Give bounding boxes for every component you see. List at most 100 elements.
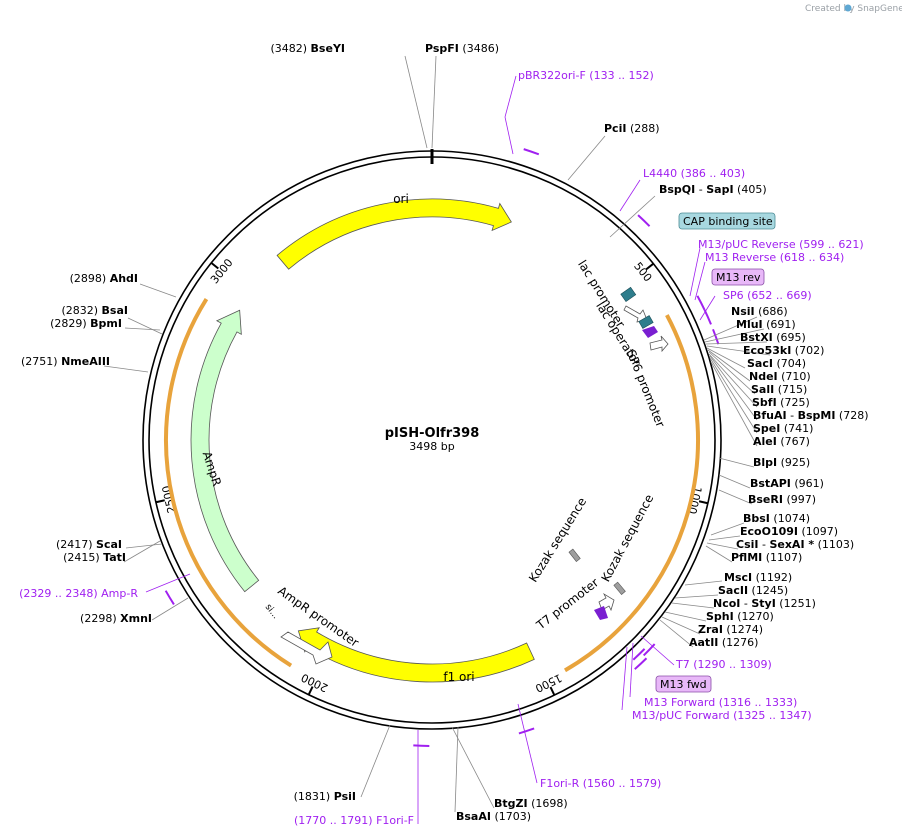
leader-line xyxy=(689,247,701,297)
site-label-alei[interactable]: AleI (767) xyxy=(753,435,810,448)
site-label-tati[interactable]: (2415) TatI xyxy=(63,551,126,564)
site-label-msci[interactable]: MscI (1192) xyxy=(724,571,792,584)
m13-rev-marker[interactable] xyxy=(642,326,658,338)
leader-line xyxy=(706,542,739,550)
primer-label-f1orir[interactable]: F1ori-R (1560 .. 1579) xyxy=(540,777,661,790)
f1-ori-feature-arrow[interactable] xyxy=(297,627,535,683)
site-label-bbsi[interactable]: BbsI (1074) xyxy=(743,512,810,525)
site-label-bseri[interactable]: BseRI (997) xyxy=(748,493,816,506)
primer-label-m13reverse[interactable]: M13 Reverse (618 .. 634) xyxy=(705,251,844,264)
site-label-ecoo109i[interactable]: EcoO109I (1097) xyxy=(740,525,838,538)
site-label-nmeaiii[interactable]: (2751) NmeAIII xyxy=(21,355,110,368)
primer-mark[interactable] xyxy=(642,643,656,657)
m13-fwd-box[interactable]: M13 fwd xyxy=(655,675,712,693)
primer-mark[interactable] xyxy=(696,295,706,311)
cap-binding-box[interactable]: CAP binding site xyxy=(678,212,776,230)
m13-rev-box[interactable]: M13 rev xyxy=(711,268,765,286)
lac-operator-marker[interactable] xyxy=(638,315,654,329)
site-label-nsii[interactable]: NsiI (686) xyxy=(731,305,788,318)
primer-label-t7[interactable]: T7 (1290 .. 1309) xyxy=(675,658,772,671)
primer-label-l4440[interactable]: L4440 (386 .. 403) xyxy=(643,167,745,180)
primer-label-m13pucforward[interactable]: M13/pUC Forward (1325 .. 1347) xyxy=(632,709,812,722)
primer-mark[interactable] xyxy=(712,328,720,345)
site-label-ncoi[interactable]: NcoI - StyI (1251) xyxy=(713,597,816,610)
site-label-bsai[interactable]: (2832) BsaI xyxy=(61,304,128,317)
site-label-ndei[interactable]: NdeI (710) xyxy=(749,370,811,383)
leader-line xyxy=(708,351,756,395)
site-label-blpi[interactable]: BlpI (925) xyxy=(753,456,810,469)
primer-mark[interactable] xyxy=(632,648,646,661)
primer-marks xyxy=(164,148,720,747)
primer-mark[interactable] xyxy=(523,148,540,156)
site-label-sbfi[interactable]: SbfI (725) xyxy=(752,396,810,409)
sp6-promoter-label: SP6 promoter xyxy=(624,348,668,429)
site-label-pflmi[interactable]: PflMI (1107) xyxy=(731,551,802,564)
primer-mark[interactable] xyxy=(164,590,175,605)
site-label-bstapi[interactable]: BstAPI (961) xyxy=(750,477,824,490)
snapgene-logo-icon xyxy=(844,4,852,12)
scale-tick xyxy=(698,500,709,505)
leader-line xyxy=(661,616,701,635)
cap-site-marker[interactable] xyxy=(620,286,637,302)
site-label-bfuai[interactable]: BfuAI - BspMI (728) xyxy=(753,409,869,422)
site-label-sphi[interactable]: SphI (1270) xyxy=(706,610,774,623)
scale-tick xyxy=(549,686,556,696)
scale-tick-label: 2000 xyxy=(299,671,330,695)
restriction-site-labels: (3482) BseYI PspFI (3486) PciI (288) BspQI … xyxy=(21,42,869,823)
leader-line xyxy=(103,365,149,373)
ampr-feature-arrow[interactable] xyxy=(190,309,260,593)
leader-line xyxy=(151,597,189,621)
primer-label-f1orif[interactable]: (1770 .. 1791) F1ori-F xyxy=(294,814,414,827)
site-label-bspqi[interactable]: BspQI - SapI (405) xyxy=(659,183,767,196)
primer-label-sp6[interactable]: SP6 (652 .. 669) xyxy=(723,289,812,302)
primer-mark[interactable] xyxy=(518,727,535,735)
scale-tick-label: 500 xyxy=(631,260,654,285)
site-label-sacii[interactable]: SacII (1245) xyxy=(718,584,788,597)
primer-mark[interactable] xyxy=(634,657,648,670)
leader-line xyxy=(629,642,634,698)
site-label-bpmi[interactable]: (2829) BpmI xyxy=(50,317,122,330)
sp6-promoter-arrow[interactable] xyxy=(649,335,669,353)
site-label-eco53ki[interactable]: Eco53kI (702) xyxy=(743,344,824,357)
scale-tick xyxy=(645,262,654,271)
site-label-ahdi[interactable]: (2898) AhdI xyxy=(70,272,138,285)
site-label-mlui[interactable]: MluI (691) xyxy=(736,318,796,331)
signal-label: si... xyxy=(263,602,281,621)
primer-mark[interactable] xyxy=(637,214,651,227)
leader-line xyxy=(504,75,517,118)
f1-ori-label: f1 ori xyxy=(443,670,474,684)
kozak-marker-1[interactable] xyxy=(568,548,581,562)
leader-line xyxy=(671,602,715,609)
kozak-marker-2[interactable] xyxy=(613,581,626,595)
leader-line xyxy=(517,703,538,784)
site-label-pspfi[interactable]: PspFI (3486) xyxy=(425,42,499,55)
site-label-zrai[interactable]: ZraI (1274) xyxy=(698,623,763,636)
site-label-xmni[interactable]: (2298) XmnI xyxy=(80,612,152,625)
site-label-spei[interactable]: SpeI (741) xyxy=(753,422,813,435)
m13-fwd-marker[interactable] xyxy=(594,606,608,620)
site-label-scai[interactable]: (2417) ScaI xyxy=(56,538,122,551)
leader-line xyxy=(704,328,765,343)
site-label-bseyi[interactable]: (3482) BseYI xyxy=(270,42,345,55)
primer-label-m13pucreverse[interactable]: M13/pUC Reverse (599 .. 621) xyxy=(698,238,864,251)
primer-mark[interactable] xyxy=(703,309,712,325)
site-label-saci[interactable]: SacI (704) xyxy=(747,357,806,370)
site-label-pcii[interactable]: PciI (288) xyxy=(604,122,660,135)
site-label-bstxi[interactable]: BstXI (695) xyxy=(740,331,806,344)
orange-region-right xyxy=(563,314,700,673)
ori-feature-arrow[interactable] xyxy=(276,198,512,270)
primer-mark[interactable] xyxy=(413,744,430,747)
site-label-btgzi[interactable]: BtgZI (1698) xyxy=(494,797,568,810)
site-label-csii[interactable]: CsiI - SexAI * (1103) xyxy=(736,538,854,551)
leader-line xyxy=(621,646,628,711)
primer-label-pbr322orif[interactable]: pBR322ori-F (133 .. 152) xyxy=(518,69,654,82)
site-label-bsaai[interactable]: BsaAI (1703) xyxy=(456,810,531,823)
ampr-promoter-arrow[interactable] xyxy=(280,631,333,665)
primer-label-ampr[interactable]: (2329 .. 2348) Amp-R xyxy=(19,587,138,600)
primer-label-m13forward[interactable]: M13 Forward (1316 .. 1333) xyxy=(644,696,797,709)
leader-line xyxy=(609,195,656,238)
leader-line xyxy=(664,611,707,622)
site-label-sali[interactable]: SalI (715) xyxy=(751,383,807,396)
site-label-aatii[interactable]: AatII (1276) xyxy=(689,636,758,649)
site-label-psii[interactable]: (1831) PsiI xyxy=(294,790,356,803)
